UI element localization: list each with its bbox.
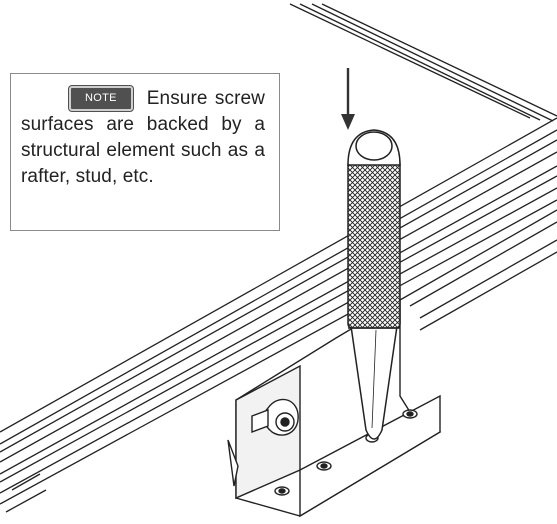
note-text: Ensure screw surfaces are backed by a st… <box>21 88 265 187</box>
frame-back-rail <box>289 3 557 122</box>
down-arrow-icon <box>341 68 355 130</box>
mounting-bracket <box>227 298 442 518</box>
frame-front-rail <box>0 117 557 513</box>
note-badge: NOTE <box>69 86 133 111</box>
frame-side-rail <box>399 209 557 331</box>
punch-tool <box>347 129 401 440</box>
